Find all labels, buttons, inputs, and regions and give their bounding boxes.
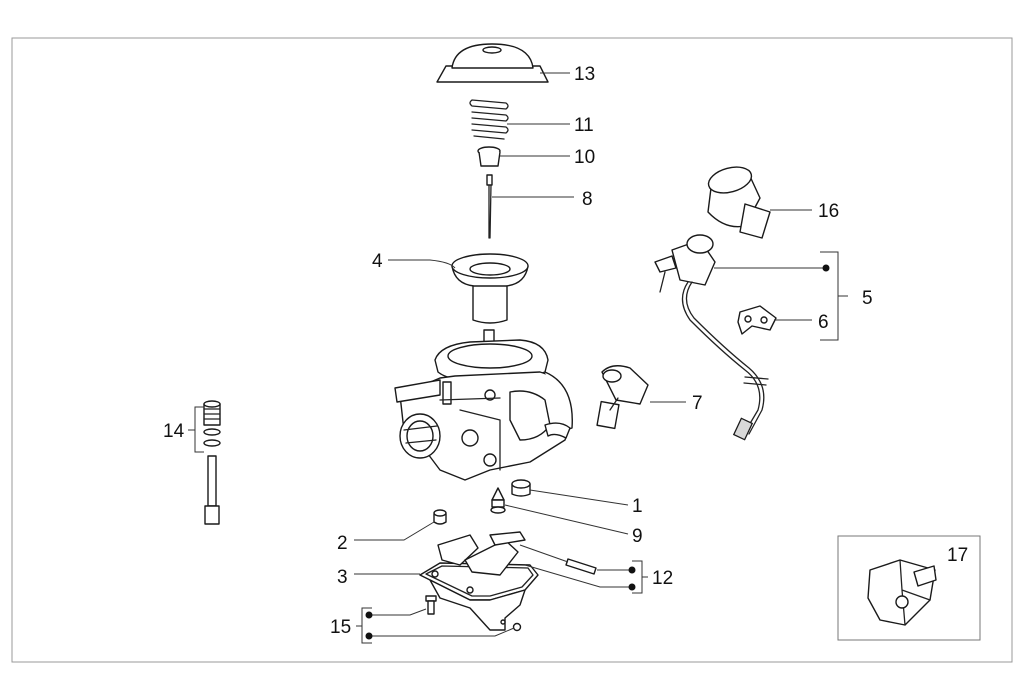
part-3-float-bowl[interactable]	[419, 531, 539, 631]
callout-6: 6	[818, 312, 829, 333]
part-4-diaphragm[interactable]	[451, 253, 529, 324]
callout-16: 16	[818, 201, 839, 222]
part-8-jet-needle[interactable]	[486, 174, 493, 239]
callout-8: 8	[582, 189, 593, 210]
part-2-nut[interactable]	[433, 509, 447, 525]
callout-12: 12	[652, 568, 673, 589]
callout-4: 4	[372, 251, 383, 272]
callout-10: 10	[574, 147, 595, 168]
part-10-needle-holder[interactable]	[477, 146, 501, 167]
part-17-throttle-sensor[interactable]	[867, 559, 937, 626]
callout-7: 7	[692, 393, 703, 414]
part-14-screw-set[interactable]	[203, 400, 221, 525]
callout-3: 3	[337, 567, 348, 588]
part-13-cover[interactable]	[436, 43, 549, 83]
part-9-needle-valve[interactable]	[490, 487, 506, 514]
part-15-screws[interactable]	[425, 595, 522, 632]
callout-17: 17	[947, 545, 968, 566]
callout-13: 13	[574, 64, 595, 85]
callout-11: 11	[574, 115, 594, 136]
carburetor-body[interactable]	[394, 329, 573, 481]
callout-1: 1	[632, 496, 643, 517]
part-1-jet[interactable]	[511, 479, 531, 497]
callout-15: 15	[330, 617, 351, 638]
diagram-frame	[11, 37, 1013, 663]
part-11-spring[interactable]	[469, 99, 509, 140]
callout-5: 5	[862, 288, 873, 309]
part-7-thermo-starter[interactable]	[596, 365, 649, 430]
callout-9: 9	[632, 526, 643, 547]
part-6-clip[interactable]	[737, 305, 777, 335]
part-5-automatic-starter[interactable]	[654, 234, 769, 441]
callout-14: 14	[163, 421, 185, 442]
part-12-float-pin[interactable]	[565, 558, 597, 575]
callout-2: 2	[337, 533, 348, 554]
part-16-cap[interactable]	[706, 163, 771, 239]
